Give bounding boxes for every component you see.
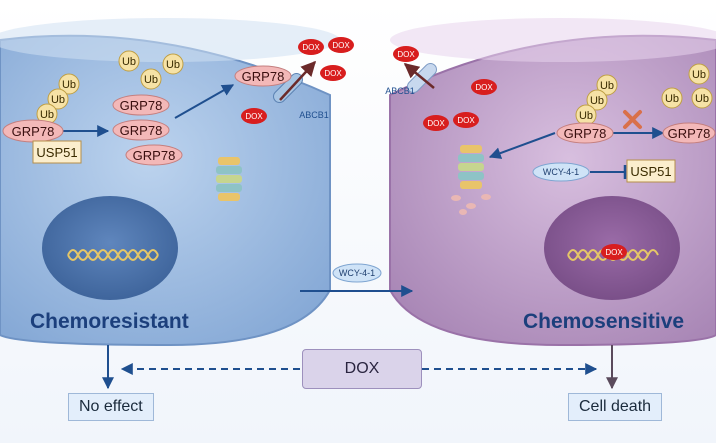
svg-text:DOX: DOX	[397, 50, 415, 59]
ub-tags-left: Ub Ub Ub Ub Ub Ub	[36, 50, 184, 125]
abcb1-label-left: ABCB1	[299, 110, 329, 120]
svg-text:DOX: DOX	[457, 116, 475, 125]
ub-tags-right: Ub Ub Ub Ub Ub Ub	[575, 63, 713, 126]
svg-text:Ub: Ub	[122, 56, 136, 68]
cell-death-box: Cell death	[568, 393, 663, 421]
no-effect-box: No effect	[68, 393, 154, 421]
svg-text:Ub: Ub	[600, 80, 614, 92]
proteasome-right	[458, 145, 484, 189]
proteasome-left	[216, 157, 242, 201]
grp78-left-main: GRP78	[2, 119, 64, 143]
cross-icon	[623, 110, 642, 129]
svg-text:DOX: DOX	[245, 112, 263, 121]
inhibitor-right: WCY-4-1	[532, 162, 590, 182]
svg-text:Ub: Ub	[51, 94, 65, 106]
svg-text:Ub: Ub	[665, 93, 679, 105]
nucleus-left	[42, 196, 178, 300]
svg-text:GRP78: GRP78	[133, 148, 176, 163]
svg-text:DOX: DOX	[475, 83, 493, 92]
degraded-fragments	[451, 194, 491, 215]
svg-text:Ub: Ub	[590, 95, 604, 107]
dox-nucleus-right: DOX	[601, 244, 627, 260]
svg-text:GRP78: GRP78	[120, 123, 163, 138]
usp51-left: USP51	[32, 140, 82, 164]
chromatin-left	[67, 249, 159, 261]
svg-text:Ub: Ub	[692, 69, 706, 81]
grp78-right-blocked: GRP78	[662, 122, 716, 144]
svg-text:DOX: DOX	[302, 43, 320, 52]
chemoresistant-title: Chemoresistant	[30, 310, 189, 333]
svg-text:GRP78: GRP78	[564, 126, 607, 141]
svg-text:GRP78: GRP78	[242, 69, 285, 84]
usp51-right: USP51	[626, 159, 676, 183]
svg-text:Ub: Ub	[166, 59, 180, 71]
svg-text:Ub: Ub	[40, 109, 54, 121]
grp78-stack-left: GRP78 GRP78 GRP78	[112, 94, 183, 166]
svg-text:GRP78: GRP78	[12, 124, 55, 139]
treatment-label: WCY-4-1	[332, 263, 382, 283]
svg-text:GRP78: GRP78	[120, 98, 163, 113]
svg-text:Ub: Ub	[62, 79, 76, 91]
chemosensitive-title: Chemosensitive	[523, 310, 685, 333]
dox-in-right: DOX DOX DOX	[423, 79, 497, 131]
svg-text:USP51: USP51	[36, 145, 77, 160]
svg-text:USP51: USP51	[630, 164, 671, 179]
svg-text:WCY-4-1: WCY-4-1	[339, 268, 375, 278]
abcb1-label-right: ABCB1	[385, 86, 415, 96]
grp78-export-left: GRP78	[234, 65, 292, 87]
svg-text:WCY-4-1: WCY-4-1	[543, 167, 579, 177]
svg-text:Ub: Ub	[579, 110, 593, 122]
dox-in-left: DOX	[241, 108, 267, 124]
svg-text:Ub: Ub	[695, 93, 709, 105]
dox-out-left: DOX DOX DOX	[298, 37, 354, 81]
dox-out-right: DOX	[393, 46, 419, 62]
arrows	[62, 60, 665, 390]
svg-text:Ub: Ub	[144, 74, 158, 86]
grp78-right-main: GRP78	[556, 122, 614, 144]
svg-text:DOX: DOX	[324, 69, 342, 78]
svg-text:DOX: DOX	[605, 248, 623, 257]
svg-text:DOX: DOX	[427, 119, 445, 128]
dox-treatment-box: DOX	[302, 349, 422, 389]
svg-text:GRP78: GRP78	[668, 126, 711, 141]
svg-text:DOX: DOX	[332, 41, 350, 50]
